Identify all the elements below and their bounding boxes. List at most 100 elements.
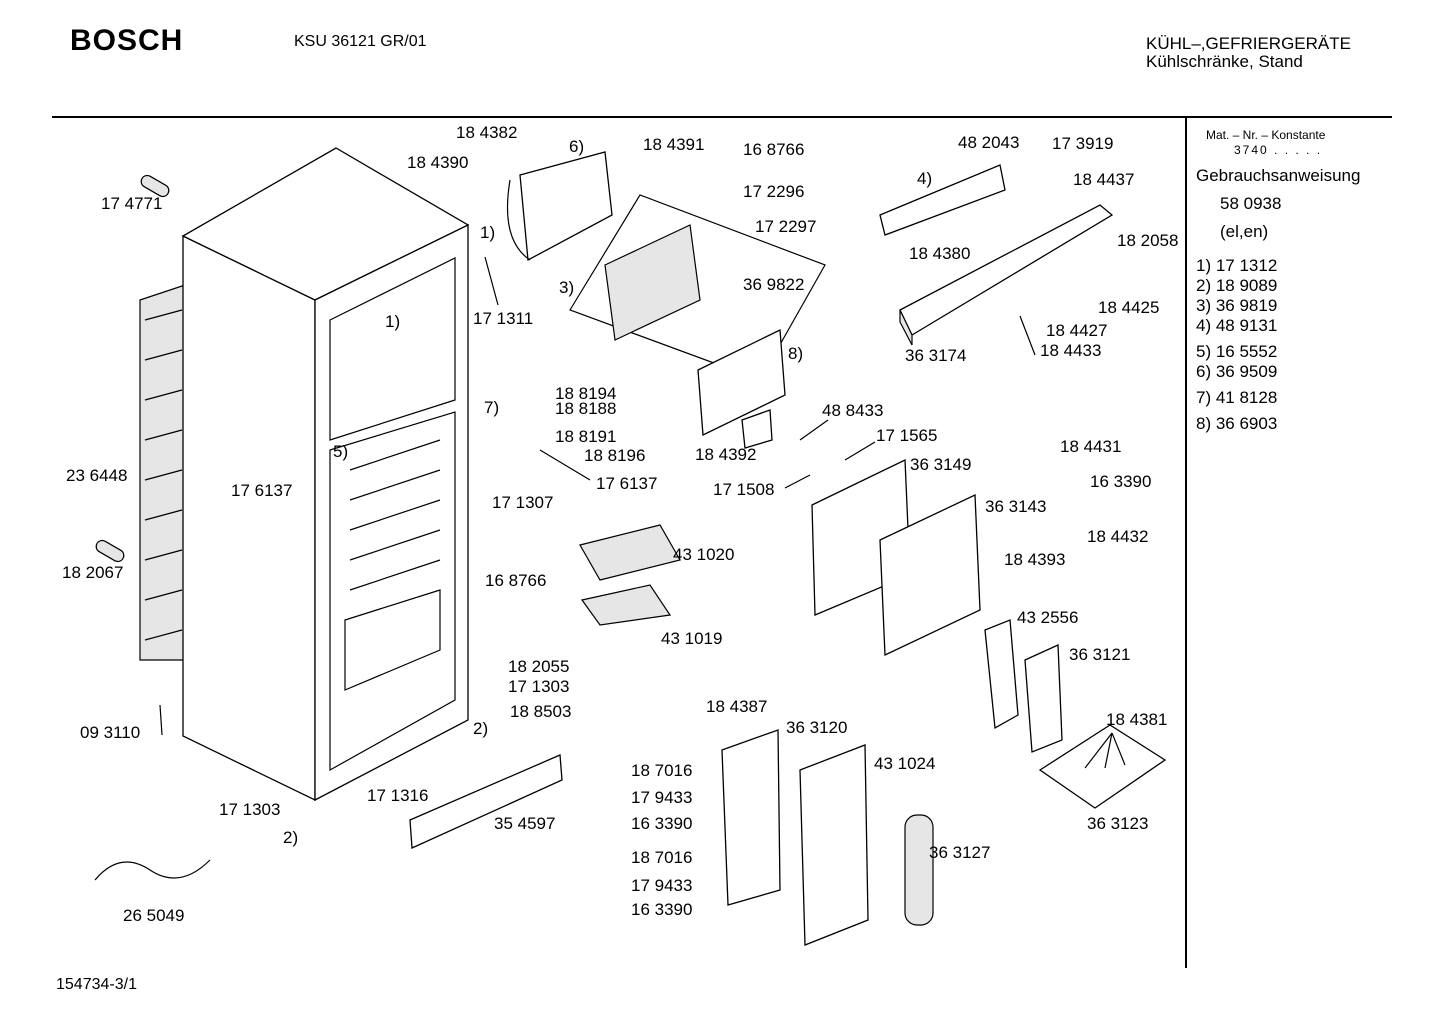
material-constant: Mat. – Nr. – Konstante 3740 . . . . .: [1206, 128, 1392, 158]
footnote: 2) 18 9089: [1196, 276, 1278, 295]
callout-label: 18 4390: [407, 153, 468, 172]
rear-panels: [811, 458, 981, 657]
callout-label: 17 2297: [755, 217, 816, 236]
callout-label: 17 1508: [713, 480, 774, 499]
callout-label: 18 4382: [456, 123, 517, 142]
manual-languages: (el,en): [1220, 222, 1269, 241]
callout-label: 18 4380: [909, 244, 970, 263]
condenser-grid: [139, 284, 186, 661]
exploded-parts-diagram: 18 4382 18 4390 6) 18 4391 16 8766 17 22…: [62, 123, 1178, 946]
callout-label: 26 5049: [123, 906, 184, 925]
callout-label: 16 3390: [1090, 472, 1151, 491]
callout-label: 17 2296: [743, 182, 804, 201]
crisper-parts: [579, 524, 681, 626]
footnote: 5) 16 5552: [1196, 342, 1278, 361]
material-value: 3740 . . . . .: [1234, 143, 1323, 157]
callout-label: 5): [333, 442, 348, 461]
callout-label: 17 6137: [596, 474, 657, 493]
callout-label: 36 3127: [929, 843, 990, 862]
callout-label: 18 2055: [508, 657, 569, 676]
callout-label: 18 4393: [1004, 550, 1065, 569]
callout-label: 18 4392: [695, 445, 756, 464]
parts-sidebar: Mat. – Nr. – Konstante 3740 . . . . . Ge…: [1196, 128, 1392, 434]
material-label: Mat. – Nr. – Konstante: [1206, 128, 1326, 142]
callout-label: 17 3919: [1052, 134, 1113, 153]
fin-evaporator: [569, 194, 826, 381]
callout-label: 18 4433: [1040, 341, 1101, 360]
callout-label: 18 8194: [555, 384, 616, 403]
door-liners: [409, 619, 1167, 946]
callout-label: 18 4391: [643, 135, 704, 154]
leader-lines: [484, 256, 1126, 769]
callout-label: 17 1565: [876, 426, 937, 445]
callout-label: 17 1303: [219, 800, 280, 819]
callout-label: 18 7016: [631, 848, 692, 867]
control-panel: [879, 164, 1114, 346]
callout-label: 18 4431: [1060, 437, 1121, 456]
callout-label: 1): [480, 223, 495, 242]
callout-label: 18 4437: [1073, 170, 1134, 189]
callout-label: 18 8196: [584, 446, 645, 465]
callout-label: 36 3174: [905, 346, 966, 365]
callout-label: 18 2067: [62, 563, 123, 582]
category-line-2: Kühlschränke, Stand: [1146, 52, 1303, 71]
callout-label: 16 3390: [631, 900, 692, 919]
callout-label: 43 2556: [1017, 608, 1078, 627]
callout-label: 36 9822: [743, 275, 804, 294]
callout-label: 18 7016: [631, 761, 692, 780]
callout-labels: 18 4382 18 4390 6) 18 4391 16 8766 17 22…: [62, 123, 1178, 925]
callout-label: 16 3390: [631, 814, 692, 833]
callout-label: 17 1303: [508, 677, 569, 696]
manual-number: 58 0938: [1220, 194, 1282, 213]
brand-logo: BOSCH: [70, 24, 184, 57]
manual-label: Gebrauchsanweisung: [1196, 166, 1361, 185]
callout-label: 36 3149: [910, 455, 971, 474]
callout-label: 48 2043: [958, 133, 1019, 152]
callout-label: 23 6448: [66, 466, 127, 485]
category-line-1: KÜHL–,GEFRIERGERÄTE: [1146, 34, 1351, 53]
evaporator-plate: [506, 151, 613, 262]
callout-label: 18 8503: [510, 702, 571, 721]
callout-label: 36 3123: [1087, 814, 1148, 833]
callout-label: 17 9433: [631, 876, 692, 895]
callout-label: 1): [385, 312, 400, 331]
callout-label: 18 8191: [555, 427, 616, 446]
model-number: KSU 36121 GR/01: [294, 33, 427, 50]
callout-label: 09 3110: [80, 723, 140, 742]
callout-label: 16 8766: [485, 571, 546, 590]
callout-label: 35 4597: [494, 814, 555, 833]
callout-label: 18 4432: [1087, 527, 1148, 546]
callout-label: 18 4427: [1046, 321, 1107, 340]
callout-label: 4): [917, 169, 932, 188]
callout-label: 18 4381: [1106, 710, 1167, 729]
callout-label: 36 3143: [985, 497, 1046, 516]
footnote: 1) 17 1312: [1196, 256, 1278, 275]
callout-label: 17 6137: [231, 481, 292, 500]
callout-label: 48 8433: [822, 401, 883, 420]
category-title: KÜHL–,GEFRIERGERÄTE Kühlschränke, Stand: [1146, 35, 1351, 71]
callout-label: 18 4387: [706, 697, 767, 716]
footnote: 4) 48 9131: [1196, 316, 1278, 335]
footnote: 7) 41 8128: [1196, 388, 1278, 407]
sheet-id: 154734-3/1: [56, 976, 137, 993]
footnote: 6) 36 9509: [1196, 362, 1278, 381]
footnote: 8) 36 6903: [1196, 414, 1278, 433]
header-divider: [52, 116, 1392, 118]
callout-label: 3): [559, 278, 574, 297]
small-parts: [94, 174, 211, 881]
footnote: 3) 36 9819: [1196, 296, 1278, 315]
duct-cover: [697, 328, 786, 449]
callout-label: 17 1316: [367, 786, 428, 805]
callout-label: 7): [484, 398, 499, 417]
sidebar-divider: [1185, 118, 1187, 968]
callout-label: 17 4771: [101, 194, 162, 213]
callout-label: 17 9433: [631, 788, 692, 807]
callout-label: 36 3120: [786, 718, 847, 737]
callout-label: 17 1307: [492, 493, 553, 512]
callout-label: 36 3121: [1069, 645, 1130, 664]
callout-label: 16 8766: [743, 140, 804, 159]
callout-label: 18 2058: [1117, 231, 1178, 250]
callout-label: 43 1019: [661, 629, 722, 648]
callout-label: 43 1024: [874, 754, 935, 773]
callout-label: 17 1311: [473, 309, 533, 328]
